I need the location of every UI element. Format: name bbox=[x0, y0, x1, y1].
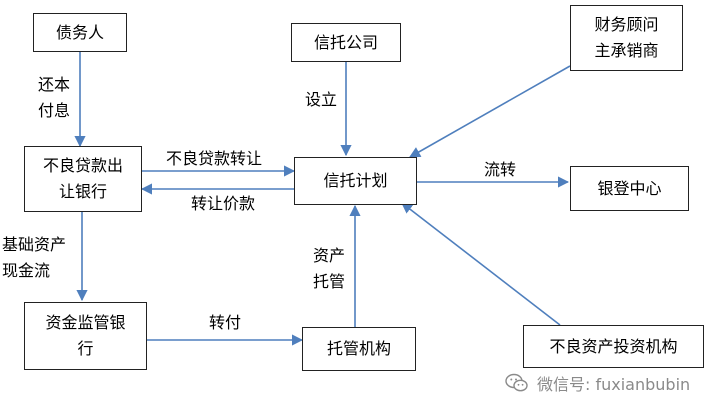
node-bank-line2: 让银行 bbox=[58, 182, 107, 201]
node-advisor-line1: 财务顾问 bbox=[594, 15, 659, 34]
node-trust-plan: 信托计划 bbox=[294, 157, 417, 205]
edge-label-transfer-loans: 不良贷款转让 bbox=[166, 149, 263, 168]
edge-label-repay: 还本 付息 bbox=[38, 72, 78, 124]
node-npa-investor: 不良资产投资机构 bbox=[523, 325, 704, 368]
edge-label-custody-line1: 资产 bbox=[313, 246, 346, 265]
edge-label-custody-line2: 托管 bbox=[313, 272, 346, 291]
edge-label-cf-line1: 基础资产 bbox=[2, 235, 67, 254]
edge-label-asset-custody: 资产 托管 bbox=[313, 243, 353, 295]
node-clearing-center: 银登中心 bbox=[570, 166, 689, 211]
wechat-icon bbox=[505, 373, 529, 393]
edge-label-repay-line1: 还本 bbox=[38, 75, 71, 94]
node-trust-company: 信托公司 bbox=[291, 23, 401, 62]
watermark: 微信号: fuxianbubin bbox=[505, 370, 690, 396]
node-financial-advisor: 财务顾问 主承销商 bbox=[570, 5, 683, 71]
node-advisor-line2: 主承销商 bbox=[594, 41, 659, 60]
node-investor-label: 不良资产投资机构 bbox=[549, 336, 678, 356]
edge-label-remit: 转付 bbox=[209, 313, 242, 332]
edge-label-transfer-price: 转让价款 bbox=[191, 194, 256, 213]
edge-label-establish: 设立 bbox=[305, 90, 338, 109]
edge-label-underlying-cashflow: 基础资产 现金流 bbox=[2, 232, 82, 284]
node-debtor: 债务人 bbox=[33, 13, 127, 52]
node-clearing-center-label: 银登中心 bbox=[597, 178, 662, 198]
arrow-advisor-to-plan bbox=[409, 65, 571, 158]
arrow-investor-to-plan bbox=[401, 202, 561, 326]
node-transferring-bank: 不良贷款出 让银行 bbox=[24, 146, 142, 212]
edge-label-circulate: 流转 bbox=[484, 160, 517, 179]
node-custodian-label: 托管机构 bbox=[326, 339, 391, 358]
node-custodian: 托管机构 bbox=[302, 327, 416, 371]
node-supervising-bank: 资金监管银 行 bbox=[24, 302, 147, 370]
edge-label-cf-line2: 现金流 bbox=[2, 261, 51, 280]
node-bank-line1: 不良贷款出 bbox=[42, 156, 123, 175]
node-trust-plan-label: 信托计划 bbox=[323, 171, 388, 190]
node-trust-company-label: 信托公司 bbox=[313, 32, 378, 52]
watermark-text: 微信号: fuxianbubin bbox=[537, 375, 691, 394]
node-supervisor-line1: 资金监管银 bbox=[45, 313, 126, 332]
node-debtor-label: 债务人 bbox=[55, 22, 104, 42]
edge-label-repay-line2: 付息 bbox=[38, 101, 71, 120]
node-supervisor-line2: 行 bbox=[77, 339, 94, 358]
